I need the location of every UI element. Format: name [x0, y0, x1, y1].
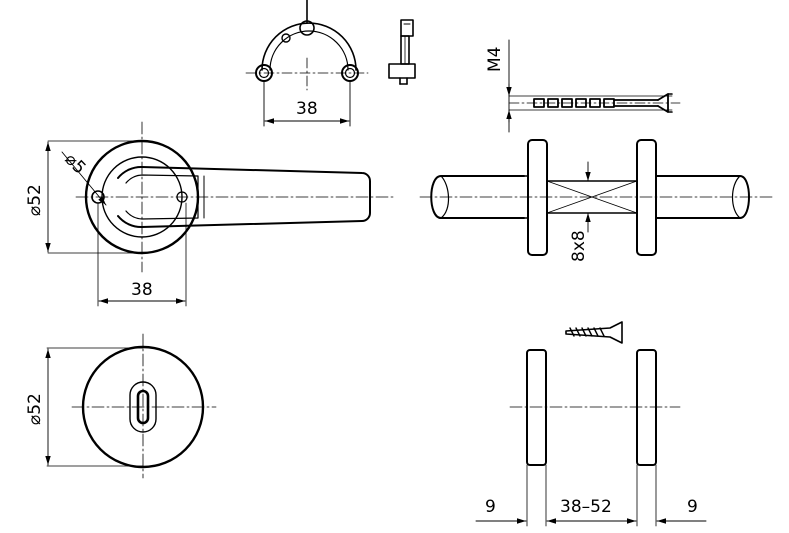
dim-label-dia52-a: ⌀52 [25, 184, 45, 216]
lever-pair-side-view [419, 139, 773, 256]
key-slot-outer [129, 381, 157, 433]
spindle-hole [176, 191, 188, 203]
clip-arc-inner [269, 30, 349, 71]
spindle-side-view [388, 19, 416, 85]
bottom-left-rose [526, 349, 547, 466]
right-lever-side [655, 175, 750, 219]
lever-outline [117, 165, 371, 229]
clip-arc-outer [261, 22, 357, 71]
bottom-right-rose [636, 349, 657, 466]
dim-label-dia5: ⌀5 [60, 149, 89, 178]
dim-label-dia52-b: ⌀52 [25, 393, 45, 425]
rose-pair-side-view [475, 321, 707, 527]
key-slot-inner [136, 389, 150, 425]
left-rose-side [527, 139, 548, 256]
dim-label-8x8: 8x8 [569, 230, 589, 262]
dim-label-38-top: 38 [296, 99, 318, 119]
dim-label-9-right: 9 [687, 497, 698, 517]
right-rose-side [636, 139, 657, 256]
wood-screw [565, 321, 623, 344]
dim-label-38-mid: 38 [131, 280, 153, 300]
screw-m4-view [506, 39, 681, 133]
clip-small-eye [281, 33, 291, 43]
left-lever-side [430, 175, 525, 219]
dim-label-m4: M4 [485, 47, 505, 72]
escutcheon-rose [81, 345, 205, 469]
lever-handle-front-view [45, 121, 397, 307]
dim-label-38-52: 38–52 [560, 497, 612, 517]
escutcheon-front-view [45, 333, 217, 479]
spring-clip-view [245, 0, 369, 127]
dim-label-9-left: 9 [485, 497, 496, 517]
